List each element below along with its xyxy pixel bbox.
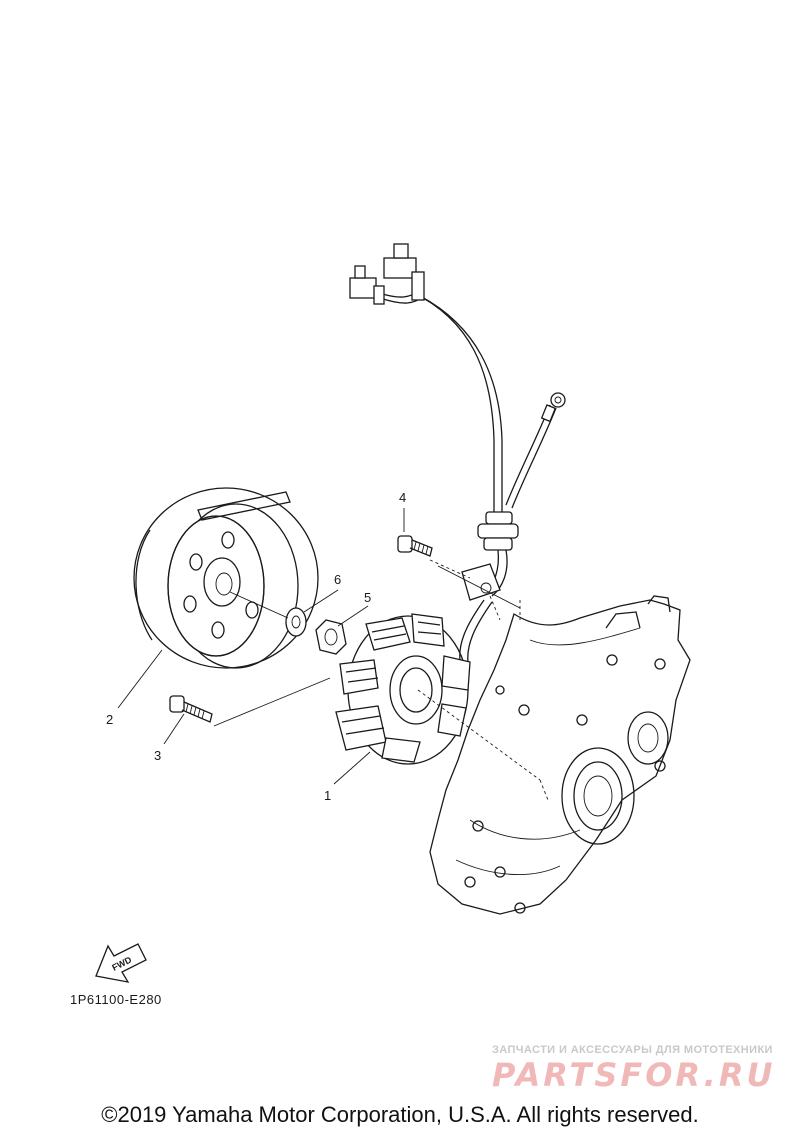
washer (285, 607, 307, 637)
screw-lower (169, 695, 213, 723)
wire-harness (375, 289, 557, 520)
callout-3: 3 (154, 748, 161, 763)
watermark-tagline: ЗАПЧАСТИ И АКСЕССУАРЫ ДЛЯ МОТОТЕХНИКИ (492, 1044, 773, 1056)
callout-2: 2 (106, 712, 113, 727)
callout-1: 1 (324, 788, 331, 803)
wire-clamp (459, 563, 501, 663)
callout-leaders (117, 508, 405, 785)
fwd-arrow-icon: FWD (95, 943, 147, 983)
diagram-code: 1P61100-E280 (70, 992, 162, 1007)
connector-large (383, 243, 425, 301)
assembly-lines (213, 559, 549, 801)
callout-6: 6 (334, 572, 341, 587)
earth-terminal (540, 392, 566, 423)
nut (315, 619, 347, 655)
connector-small (349, 265, 385, 305)
callout-4: 4 (399, 490, 406, 505)
callout-5: 5 (364, 590, 371, 605)
rotor-flywheel (133, 487, 319, 669)
screw-upper (397, 535, 433, 557)
stator-assembly (335, 613, 471, 765)
crankcase-cover (429, 595, 691, 915)
watermark-logo: PARTSFOR.RU (492, 1056, 776, 1094)
copyright-notice: ©2019 Yamaha Motor Corporation, U.S.A. A… (101, 1102, 699, 1127)
